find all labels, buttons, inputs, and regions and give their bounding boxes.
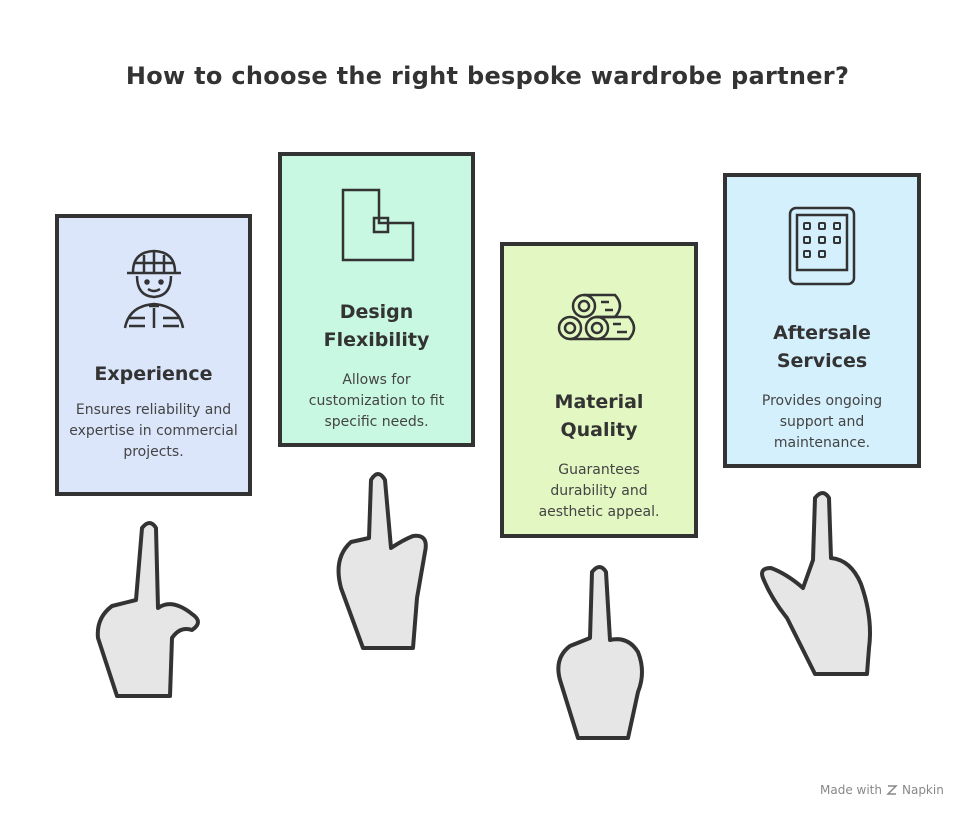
card-material-quality: Material Quality Guarantees durability a… xyxy=(500,242,698,538)
footer-credit: Made with Napkin xyxy=(820,783,944,797)
pointing-hand-icon xyxy=(95,521,200,698)
pointing-hand-icon xyxy=(760,491,872,676)
made-with-label: Made with xyxy=(820,783,882,797)
napkin-brand-label: Napkin xyxy=(901,783,944,797)
card-heading: Material Quality xyxy=(554,391,644,441)
card-description: Ensures reliability and expertise in com… xyxy=(69,402,238,460)
card-heading: Aftersale Services xyxy=(773,322,871,372)
pointing-hand-icon xyxy=(336,472,428,650)
card-heading: Experience xyxy=(94,363,213,385)
card-experience: Experience Ensures reliability and exper… xyxy=(55,214,252,496)
card-aftersale-services: Aftersale Services Provides ongoing supp… xyxy=(723,173,921,468)
card-description: Provides ongoing support and maintenance… xyxy=(761,393,883,451)
construction-worker-icon xyxy=(123,249,184,329)
logs-icon xyxy=(557,293,636,341)
card-design-flexibility: Design Flexibility Allows for customizat… xyxy=(278,152,475,447)
card-description: Allows for customization to fit specific… xyxy=(308,372,445,430)
napkin-logo-icon xyxy=(886,785,898,795)
page-title: How to choose the right bespoke wardrobe… xyxy=(125,62,850,90)
pointing-hand-icon xyxy=(556,565,644,740)
card-heading: Design Flexibility xyxy=(323,301,430,351)
floor-plan-icon xyxy=(341,188,414,262)
tablet-icon xyxy=(788,206,856,286)
card-description: Guarantees durability and aesthetic appe… xyxy=(538,462,660,520)
